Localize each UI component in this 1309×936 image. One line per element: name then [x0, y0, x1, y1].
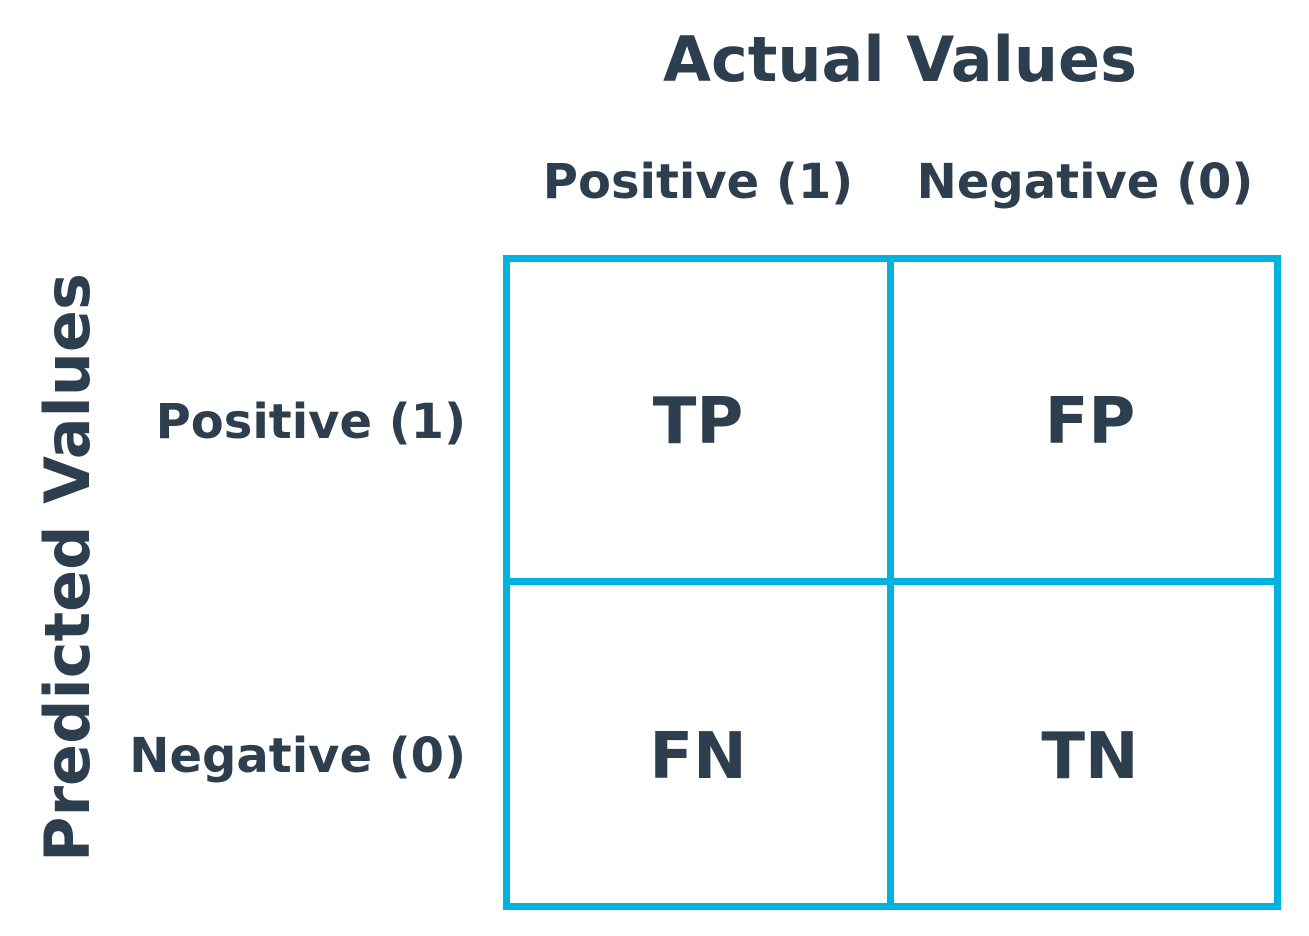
- column-header-positive: Positive (1): [542, 154, 854, 210]
- column-header-negative: Negative (0): [916, 154, 1254, 210]
- cell-true-negative: TN: [1041, 720, 1139, 794]
- cell-false-negative: FN: [649, 720, 747, 794]
- row-header-positive: Positive (1): [155, 394, 466, 450]
- row-header-negative: Negative (0): [129, 728, 466, 784]
- matrix-horizontal-divider: [503, 578, 1281, 585]
- actual-values-title: Actual Values: [663, 23, 1137, 96]
- cell-false-positive: FP: [1044, 385, 1136, 459]
- predicted-values-title: Predicted Values: [31, 273, 104, 862]
- cell-true-positive: TP: [652, 385, 744, 459]
